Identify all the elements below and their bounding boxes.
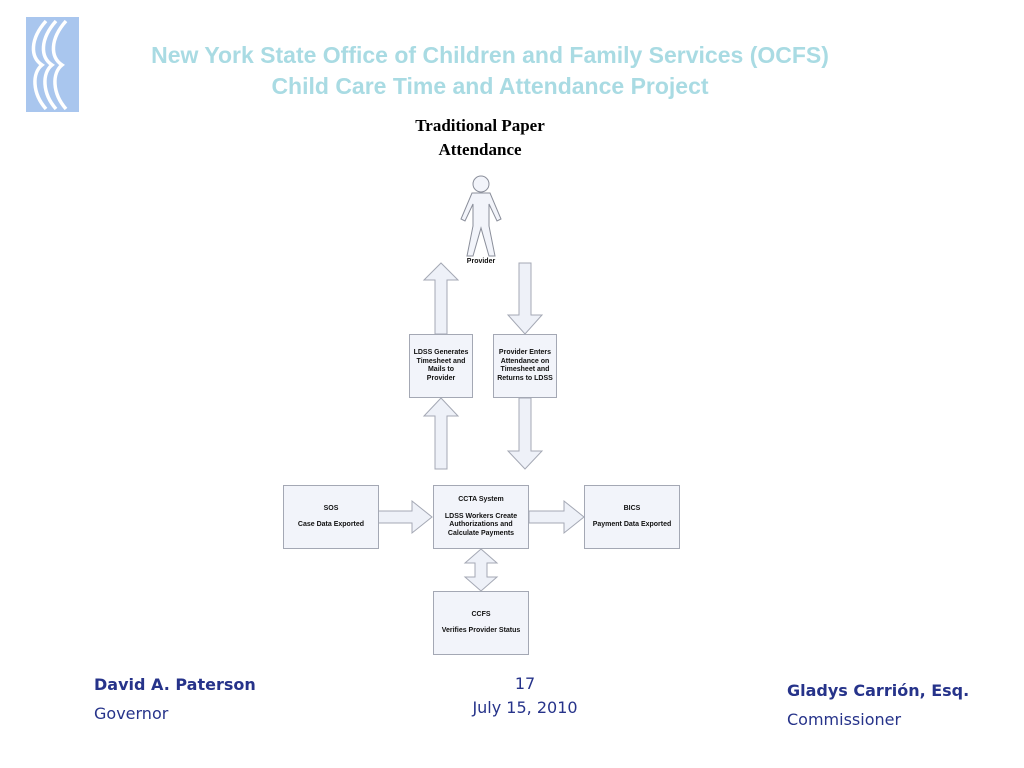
bics-title: BICS — [623, 504, 641, 512]
provider-enters-box: Provider Enters Attendance on Timesheet … — [493, 334, 557, 398]
ccfs-line: Verifies Provider Status — [441, 627, 521, 634]
arrow-down-from-provider — [506, 262, 544, 335]
sos-line: Case Data Exported — [297, 521, 365, 528]
ldss-generates-line: Mails to — [427, 366, 455, 373]
provider-label: Provider — [466, 258, 496, 265]
page-number: 17 — [514, 674, 536, 693]
bics-line: Payment Data Exported — [592, 521, 672, 528]
header-subtitle: Child Care Time and Attendance Project — [271, 73, 709, 99]
footer-commissioner-title: Commissioner — [787, 710, 902, 729]
arrow-up-to-ldss — [422, 397, 460, 470]
ldss-generates-line: Timesheet and — [416, 357, 466, 365]
provider-enters-line: Returns to LDSS — [497, 374, 553, 382]
ccta-title: CCTA System — [458, 496, 504, 503]
ocfs-logo-icon — [26, 17, 79, 112]
ccfs-title: CCFS — [471, 610, 491, 618]
ccta-system-box: CCTA System LDSS Workers Create Authoriz… — [433, 485, 529, 549]
arrow-sos-to-ccta — [377, 499, 433, 535]
sos-title: SOS — [323, 504, 339, 512]
ccta-line: LDSS Workers Create — [444, 512, 518, 520]
footer-governor-name: David A. Paterson — [94, 675, 256, 694]
ccfs-box: CCFS Verifies Provider Status — [433, 591, 529, 655]
arrow-down-to-ccta — [506, 397, 544, 470]
ldss-generates-line: LDSS Generates — [413, 349, 469, 356]
sos-box: SOS Case Data Exported — [283, 485, 379, 549]
arrow-up-to-provider — [422, 262, 460, 335]
header-title: New York State Office of Children and Fa… — [151, 42, 829, 68]
ldss-generates-line: Provider — [426, 374, 456, 382]
ccta-line: Authorizations and — [449, 521, 513, 528]
provider-enters-line: Attendance on — [500, 357, 550, 365]
arrow-ccta-to-bics — [528, 499, 585, 535]
bics-box: BICS Payment Data Exported — [584, 485, 680, 549]
provider-enters-line: Provider Enters — [498, 349, 552, 356]
provider-enters-line: Timesheet and — [500, 366, 550, 373]
footer-commissioner-name: Gladys Carrión, Esq. — [787, 681, 970, 700]
footer-date: July 15, 2010 — [472, 698, 578, 717]
diagram-title-line1: Traditional Paper — [415, 116, 545, 135]
ccta-line: Calculate Payments — [447, 529, 515, 537]
provider-person-icon — [460, 175, 502, 257]
footer-governor-title: Governor — [94, 704, 169, 723]
ldss-generates-box: LDSS Generates Timesheet and Mails to Pr… — [409, 334, 473, 398]
arrow-ccta-ccfs-double — [463, 548, 499, 592]
diagram-title-line2: Attendance — [438, 140, 522, 159]
